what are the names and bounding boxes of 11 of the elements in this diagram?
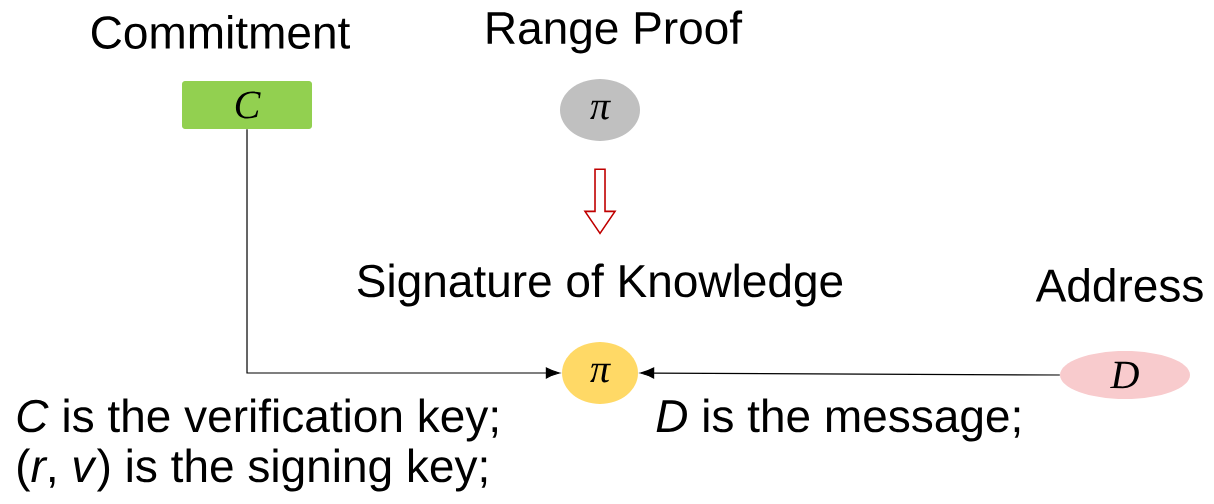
hollow-arrow xyxy=(583,168,617,235)
heading-text: Address xyxy=(1035,268,1203,302)
key-box: C xyxy=(182,81,312,129)
note-text: D is the message; xyxy=(656,398,1020,442)
note-text: C is the verification key; xyxy=(17,398,497,442)
arrow xyxy=(640,367,1061,379)
heading-text: Range Proof xyxy=(487,10,743,54)
heading-text: Commitment xyxy=(92,15,350,49)
heading-text: Signature of Knowledge xyxy=(357,263,843,307)
arrow xyxy=(246,128,560,379)
note-text: (r, v) is the signing key; xyxy=(18,448,487,492)
